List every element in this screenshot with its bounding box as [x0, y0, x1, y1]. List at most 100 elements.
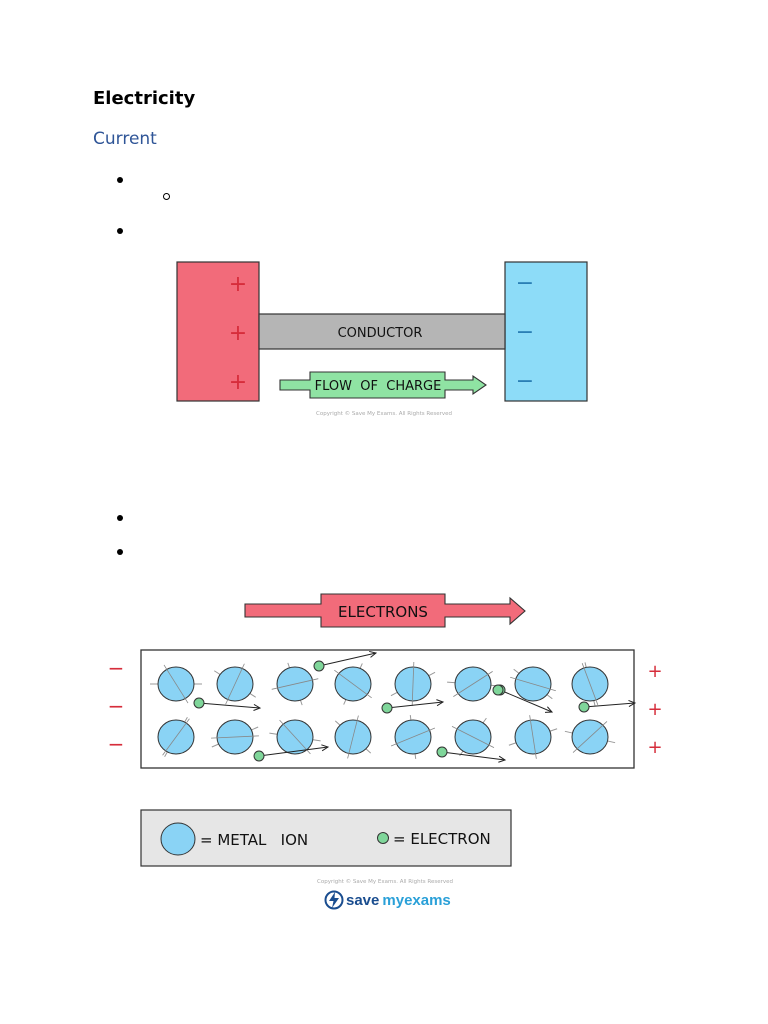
- flow-label: FLOW OF CHARGE: [315, 379, 442, 394]
- minus-sign: −: [108, 732, 125, 756]
- vibration-line: [453, 671, 493, 697]
- vibration-line: [279, 719, 311, 755]
- list-bullet: [117, 228, 123, 234]
- metal-ion: [571, 662, 609, 706]
- plus-sign: +: [647, 699, 662, 720]
- vibration-line: [225, 663, 245, 705]
- logo-text-my: my: [382, 891, 405, 909]
- metal-ion: [269, 719, 321, 755]
- vibration-line: [347, 715, 359, 759]
- electron-dot: [193, 697, 205, 709]
- electron-dot: [253, 750, 265, 762]
- metal-ion: [334, 715, 372, 759]
- section-heading: Current: [93, 129, 157, 149]
- plus-sign: +: [229, 370, 247, 395]
- free-electron: [578, 699, 637, 713]
- legend-box: [140, 809, 512, 867]
- free-electron: [381, 699, 445, 714]
- legend-ion-symbol: [160, 822, 196, 856]
- metal-ion: [564, 719, 616, 755]
- metal-ion: [447, 666, 499, 702]
- free-electron: [492, 684, 504, 696]
- metal-ion: [157, 716, 195, 758]
- vibration-line: [162, 718, 190, 756]
- list-bullet: [117, 515, 123, 521]
- negative-plate: [504, 261, 588, 402]
- electron-dot: [578, 701, 590, 713]
- minus-sign: −: [516, 369, 534, 394]
- arrow-head: [544, 706, 554, 713]
- metal-ion: [508, 715, 558, 759]
- plus-sign: +: [647, 661, 662, 682]
- electron-path: [386, 701, 444, 709]
- minus-sign: −: [108, 656, 125, 680]
- plus-sign: +: [229, 272, 247, 297]
- vibration-line: [211, 735, 259, 739]
- minus-sign: −: [108, 694, 125, 718]
- conductor-bar: [258, 313, 506, 350]
- arrow-head: [498, 755, 507, 763]
- arrow-head: [628, 699, 637, 707]
- arrow-head: [436, 699, 445, 707]
- metal-ion: [451, 717, 495, 757]
- electron-path: [441, 751, 506, 761]
- legend-electron-label: = ELECTRON: [393, 830, 491, 848]
- electron-dot: [313, 660, 325, 672]
- metal-ion: [510, 666, 556, 702]
- copyright-note: Copyright © Save My Exams. All Rights Re…: [317, 878, 453, 885]
- minus-sign: −: [516, 320, 534, 345]
- conductor-label: CONDUCTOR: [338, 326, 423, 341]
- vibration-line: [510, 676, 556, 692]
- vibration-line: [581, 663, 599, 705]
- metal-ion: [213, 663, 257, 705]
- conductor-diagram: CONDUCTOR FLOW OF CHARGE + + + − − − Cop…: [176, 261, 588, 417]
- electron-dot: [492, 684, 504, 696]
- free-electrons: [193, 650, 637, 763]
- free-electron: [193, 697, 262, 711]
- metal-ion: [211, 719, 259, 755]
- free-electron: [313, 650, 378, 672]
- logo-text-exams: exams: [404, 891, 451, 909]
- logo-text-save: save: [346, 891, 380, 909]
- arrow-head: [321, 744, 330, 752]
- lightning-icon: [324, 890, 344, 910]
- legend-electron-symbol: [377, 832, 389, 844]
- metal-ion: [390, 715, 436, 759]
- metal-ion: [271, 662, 319, 706]
- metal-ion: [150, 664, 202, 704]
- vibration-line: [411, 661, 415, 707]
- vibration-line: [529, 715, 537, 759]
- arrow-head: [253, 704, 262, 711]
- vibration-line: [390, 727, 436, 747]
- free-electron: [436, 746, 507, 763]
- metal-ion: [390, 661, 436, 707]
- brand-logo: save my exams: [324, 889, 451, 911]
- electron-path: [258, 746, 329, 757]
- vibration-line: [271, 678, 319, 690]
- list-sub-bullet: [163, 193, 170, 200]
- list-bullet: [117, 177, 123, 183]
- arrow-head: [369, 650, 378, 658]
- flow-arrow: [279, 371, 487, 399]
- electrons-arrow: [244, 593, 526, 628]
- electron-path: [583, 702, 636, 708]
- copyright-note: Copyright © Save My Exams. All Rights Re…: [316, 410, 452, 417]
- vibration-line: [163, 664, 189, 704]
- page-title: Electricity: [93, 88, 196, 109]
- free-electron: [253, 744, 330, 762]
- electron-dot: [436, 746, 448, 758]
- electron-dot: [381, 702, 393, 714]
- metal-ion: [334, 663, 372, 705]
- electron-path: [499, 689, 553, 713]
- metal-lattice-diagram: ELECTRONS − − − + + + = METAL ION = ELEC…: [108, 593, 663, 885]
- plus-sign: +: [229, 321, 247, 346]
- vibration-line: [451, 725, 495, 749]
- metal-ions: [150, 661, 616, 759]
- vibration-line: [572, 721, 608, 753]
- vibration-line: [334, 669, 372, 699]
- electron-path: [198, 702, 261, 709]
- electrons-label: ELECTRONS: [338, 603, 428, 621]
- minus-sign: −: [516, 271, 534, 296]
- plus-sign: +: [647, 737, 662, 758]
- list-bullet: [117, 549, 123, 555]
